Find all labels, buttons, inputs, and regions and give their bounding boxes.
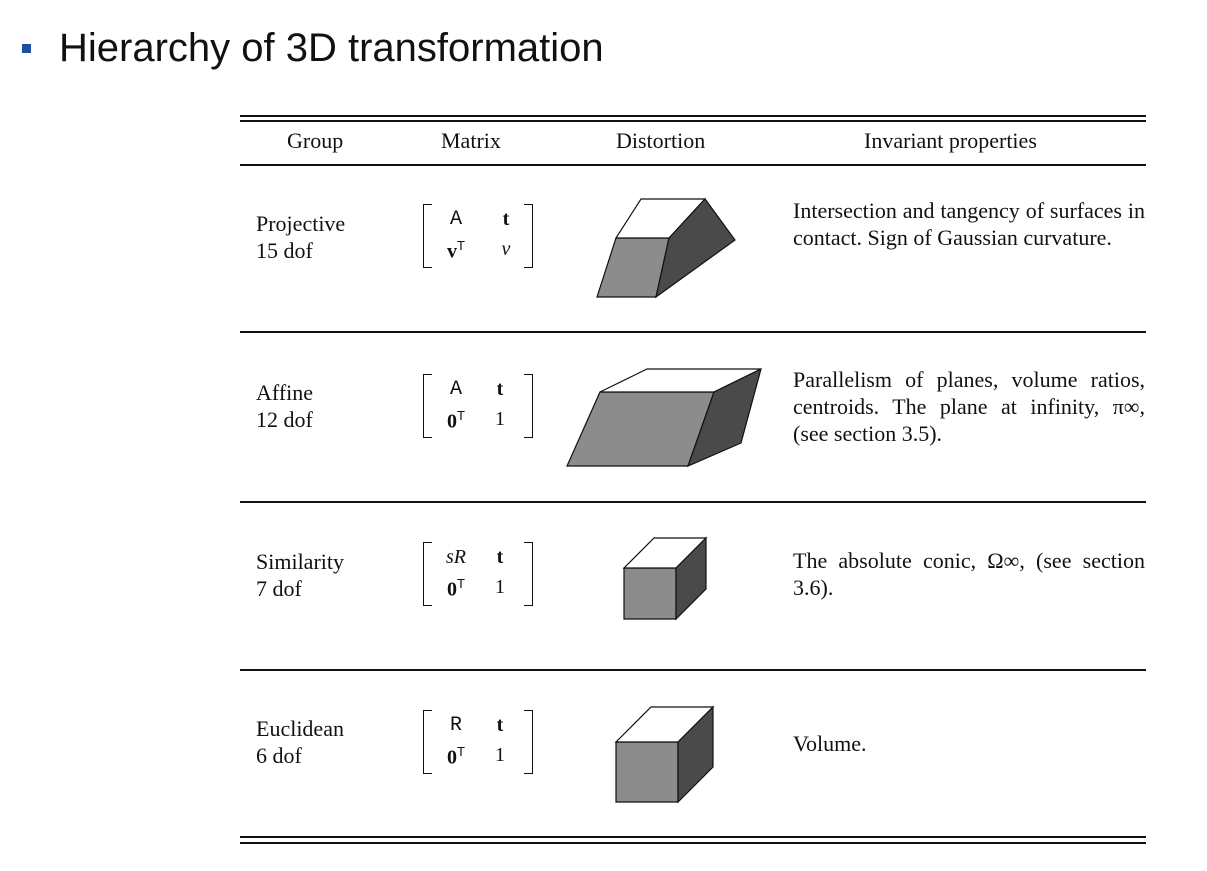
header-invariant-properties: Invariant properties	[864, 128, 1037, 153]
matrix-entry: sR	[446, 546, 466, 568]
right-bracket	[524, 374, 533, 438]
group-cell-projective: Projective 15 dof	[256, 210, 345, 264]
matrix-entry: t	[496, 714, 504, 736]
euclidean-distortion-figure	[614, 705, 715, 804]
row-divider	[240, 501, 1146, 503]
matrix-entry: R	[449, 714, 462, 737]
group-cell-euclidean: Euclidean 6 dof	[256, 715, 344, 769]
invariant-affine: Parallelism of planes, volume ratios, ce…	[793, 367, 1145, 446]
group-dof: 15 dof	[256, 238, 313, 263]
group-cell-affine: Affine 12 dof	[256, 379, 313, 433]
square-bullet-icon	[22, 44, 31, 53]
row-divider	[240, 331, 1146, 333]
left-bracket	[423, 374, 432, 438]
right-bracket	[524, 204, 533, 268]
header-rule	[240, 164, 1146, 166]
left-bracket	[423, 710, 432, 774]
table-top-rule	[240, 115, 1146, 117]
slide-title: Hierarchy of 3D transformation	[22, 26, 604, 71]
invariant-euclidean: Volume.	[793, 731, 867, 756]
group-name: Euclidean	[256, 716, 344, 741]
group-cell-similarity: Similarity 7 dof	[256, 548, 344, 602]
matrix-entry: t	[502, 208, 510, 230]
matrix-entry: A	[449, 208, 462, 231]
table-bottom-rule-2	[240, 842, 1146, 844]
matrix-entry-transpose: 0T	[447, 576, 465, 601]
matrix-entry-transpose: 0T	[447, 744, 465, 769]
matrix-entry: v	[501, 238, 511, 260]
similarity-distortion-figure	[622, 536, 708, 621]
left-bracket	[423, 204, 432, 268]
group-name: Similarity	[256, 549, 344, 574]
group-name: Projective	[256, 211, 346, 236]
group-dof: 6 dof	[256, 743, 302, 768]
group-dof: 12 dof	[256, 407, 313, 432]
matrix-projective: A t vT v	[423, 204, 533, 268]
left-bracket	[423, 542, 432, 606]
right-bracket	[524, 542, 533, 606]
right-bracket	[524, 710, 533, 774]
matrix-entry: t	[496, 378, 504, 400]
matrix-entry: A	[449, 378, 462, 401]
header-distortion: Distortion	[616, 128, 706, 153]
matrix-euclidean: R t 0T 1	[423, 710, 533, 774]
invariant-projective: Intersection and tangency of surfaces in…	[793, 198, 1145, 250]
header-matrix: Matrix	[441, 128, 501, 153]
group-name: Affine	[256, 380, 314, 405]
table-bottom-rule	[240, 836, 1146, 838]
projective-distortion-figure	[596, 198, 736, 299]
affine-distortion-figure	[566, 367, 762, 468]
table-top-rule-2	[240, 120, 1146, 122]
matrix-similarity: sR t 0T 1	[423, 542, 533, 606]
invariant-similarity: The absolute conic, Ω∞, (see section 3.6…	[793, 548, 1145, 600]
matrix-entry-transpose: vT	[447, 238, 465, 263]
matrix-entry: 1	[495, 576, 505, 598]
slide-title-text: Hierarchy of 3D transformation	[59, 26, 604, 70]
row-divider	[240, 669, 1146, 671]
header-group: Group	[287, 128, 344, 153]
matrix-affine: A t 0T 1	[423, 374, 533, 438]
matrix-entry: 1	[495, 744, 505, 766]
matrix-entry-transpose: 0T	[447, 408, 465, 433]
matrix-entry: 1	[495, 408, 505, 430]
matrix-entry: t	[496, 546, 504, 568]
group-dof: 7 dof	[256, 576, 302, 601]
